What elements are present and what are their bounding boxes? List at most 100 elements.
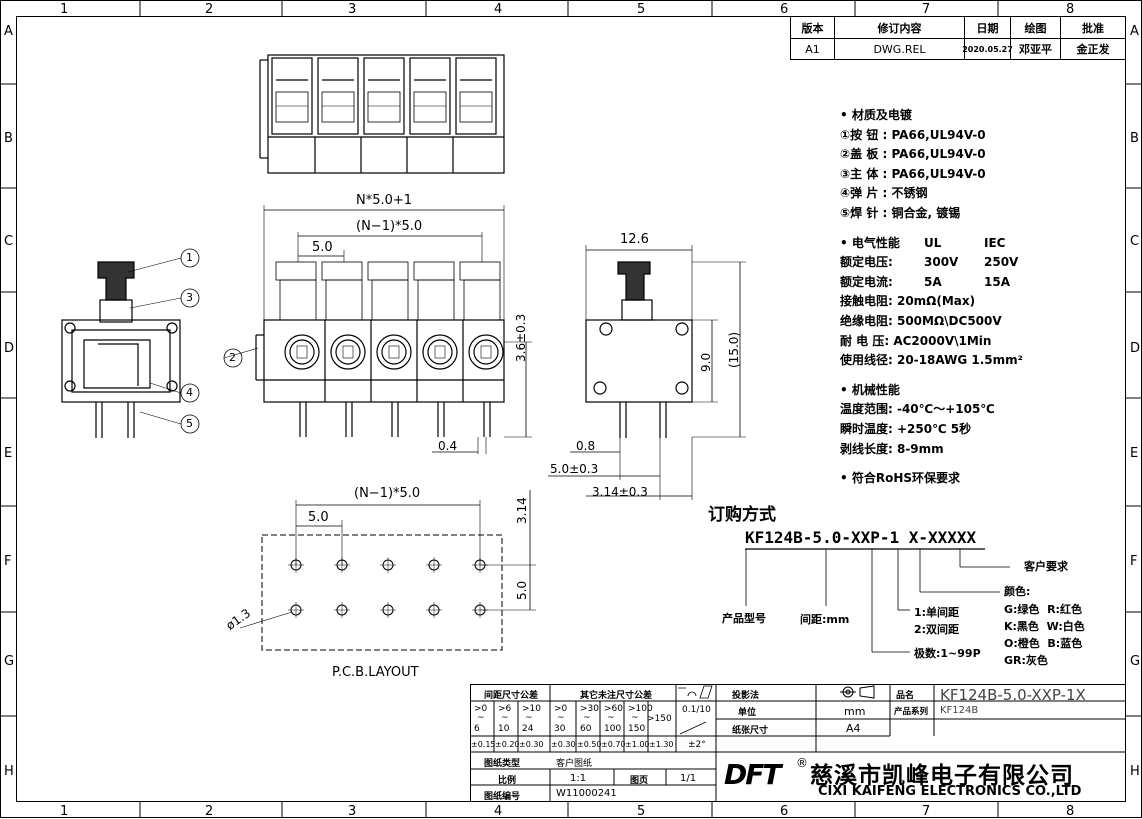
- grid-row-left: B: [4, 131, 13, 146]
- dim-pin-width: 0.4: [438, 439, 458, 453]
- material-item: ③主 体 : PA66,UL94V-0: [840, 166, 986, 181]
- tol2-title: 其它未注尺寸公差: [580, 691, 653, 701]
- grid-row-left: F: [4, 554, 12, 569]
- type-label: 图纸类型: [484, 759, 521, 769]
- grid-col-top: 2: [205, 2, 214, 17]
- series-value: KF124B: [940, 705, 979, 716]
- grid-row-right: C: [1130, 234, 1140, 249]
- electrical-label: 额定电压:: [840, 255, 893, 270]
- name-value: KF124B-5.0-XXP-1X: [940, 686, 1086, 704]
- grid-col-bottom: 2: [205, 804, 214, 819]
- electrical-iec-value: 15A: [984, 274, 1010, 289]
- material-item: ④弹 片 : 不锈钢: [840, 186, 928, 201]
- grid-col-bottom: 4: [494, 804, 503, 819]
- tol-range-top: >0: [474, 704, 488, 714]
- dim-pcb-row: 5.0: [515, 580, 529, 600]
- ordering-pitch: 间距:mm: [800, 613, 850, 626]
- dim-top-overall: N*5.0+1: [356, 193, 413, 208]
- color-option: O:橙色 B:蓝色: [1004, 637, 1083, 650]
- series-label: 产品系列: [894, 707, 929, 717]
- dim-side-width: 12.6: [620, 232, 649, 247]
- tol-range-bottom: 150: [628, 724, 646, 734]
- dim-top-n1: (N−1)*5.0: [356, 219, 423, 234]
- color-option: G:绿色 R:红色: [1004, 603, 1082, 616]
- grid-col-bottom: 8: [1066, 804, 1075, 819]
- grid-row-right: G: [1130, 654, 1141, 669]
- tol-range-top: >60: [604, 704, 623, 714]
- electrical-label: 额定电流:: [840, 274, 893, 289]
- callout-3: 3: [186, 291, 193, 304]
- rev-header-version: 版本: [791, 17, 835, 39]
- ordering-colors: G:绿色 R:红色 K:黑色 W:白色 O:橙色 B:蓝色 GR:灰色: [1004, 601, 1085, 669]
- dim-side-pin: 0.8: [576, 439, 596, 453]
- tol-flat: 0.1/10: [682, 705, 711, 715]
- pcb-layout-title: P.C.B.LAYOUT: [332, 665, 419, 680]
- tol-range-bottom: 6: [474, 724, 480, 734]
- tol-range-tilde: ~: [631, 713, 639, 723]
- rev-date: 2020.05.27: [962, 39, 1013, 59]
- company-name-en: CIXI KAIFENG ELECTRONICS CO.,LTD: [818, 784, 1082, 799]
- grid-col-bottom: 5: [637, 804, 646, 819]
- ordering-color-title: 颜色:: [1004, 585, 1031, 598]
- material-title: • 材质及电镀: [840, 108, 912, 122]
- tol-value: ±1.00: [625, 740, 650, 749]
- grid-row-left: C: [4, 234, 14, 249]
- rev-approved: 金正发: [1076, 43, 1110, 56]
- page-label: 图页: [630, 776, 649, 786]
- grid-col-top: 5: [637, 2, 646, 17]
- tol-range-tilde: ~: [557, 713, 565, 723]
- dim-side-height: (15.0): [727, 331, 741, 368]
- electrical-ul-value: 5A: [924, 274, 942, 289]
- color-option: K:黑色 W:白色: [1004, 620, 1085, 633]
- registered-mark: ®: [796, 756, 808, 770]
- tol-angle: ±2°: [688, 740, 706, 750]
- scale-value: 1:1: [570, 773, 587, 784]
- tol-over150: >150: [647, 714, 672, 724]
- tol-range-top: >30: [580, 704, 599, 714]
- mechanical-item: 温度范围: -40℃～+105℃: [840, 402, 995, 417]
- grid-row-left: G: [4, 654, 15, 669]
- company-name-cn: 慈溪市凯峰电子有限公司: [810, 763, 1074, 789]
- dim-side-d2: 3.14±0.3: [592, 485, 648, 499]
- tol-title: 间距尺寸公差: [484, 691, 539, 701]
- grid-col-bottom: 7: [922, 804, 931, 819]
- mechanical-title: • 机械性能: [840, 382, 900, 397]
- rev-header-drawn: 绘图: [1011, 17, 1061, 39]
- num-label: 图纸编号: [484, 792, 521, 802]
- tol-range-top: >0: [554, 704, 568, 714]
- dim-pcb-right: 3.14: [515, 497, 529, 524]
- tol-range-tilde: ~: [525, 713, 533, 723]
- electrical-iec: IEC: [984, 235, 1006, 250]
- tol-value: ±0.20: [495, 740, 520, 749]
- ordering-product-model: 产品型号: [722, 612, 766, 625]
- dim-pcb-n1: (N−1)*5.0: [354, 486, 421, 501]
- tol-value: ±1.30: [649, 740, 674, 749]
- callout-4: 4: [186, 386, 193, 399]
- callout-2: 2: [229, 351, 236, 364]
- grid-row-right: H: [1130, 764, 1140, 779]
- dim-pcb-pitch: 5.0: [308, 510, 329, 525]
- color-option: GR:灰色: [1004, 654, 1048, 667]
- grid-col-top: 4: [494, 2, 503, 17]
- unit-label: 单位: [738, 708, 757, 718]
- ordering-code: KF124B-5.0-XXP-1 X-XXXXX: [745, 528, 977, 547]
- electrical-item: 耐 电 压: AC2000V\1Min: [840, 333, 992, 348]
- tol-value: ±0.70: [601, 740, 626, 749]
- electrical-ul-value: 300V: [924, 255, 959, 270]
- grid-row-right: D: [1130, 341, 1141, 356]
- pitch-type-option: 2:双间距: [914, 623, 960, 636]
- ordering-poles: 极数:1~99P: [914, 647, 981, 660]
- electrical-item: 绝缘电阻: 500MΩ\DC500V: [840, 313, 1002, 328]
- grid-row-right: E: [1130, 446, 1139, 461]
- rev-header-content: 修订内容: [835, 17, 965, 39]
- tol-range-tilde: ~: [607, 713, 615, 723]
- title-block: 间距尺寸公差 其它未注尺寸公差 >0~6>6~10>10~24>0~30>30~…: [470, 684, 1126, 802]
- electrical-title: • 电气性能: [840, 235, 900, 250]
- rev-header-approved: 批准: [1061, 17, 1125, 39]
- mechanical-item: 剥线长度: 8-9mm: [840, 441, 944, 456]
- num-value: W11000241: [556, 788, 617, 799]
- tol-range-top: >10: [522, 704, 541, 714]
